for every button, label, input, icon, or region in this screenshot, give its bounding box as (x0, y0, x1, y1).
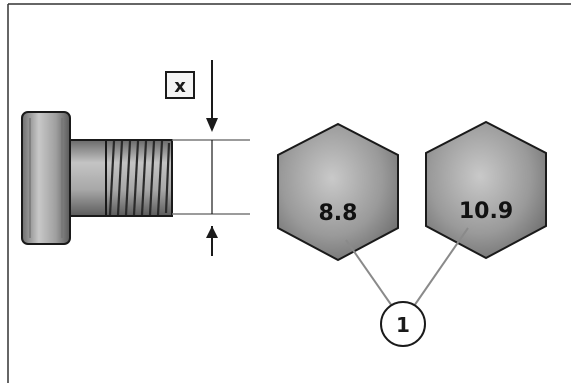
dimension-line (206, 60, 218, 256)
dimension-label: x (174, 76, 186, 97)
arrow-up-icon (206, 226, 218, 238)
hex-marking-2: 10.9 (459, 199, 513, 224)
hex-head-1: 8.8 (277, 122, 399, 262)
hex-marking-1: 8.8 (319, 201, 358, 226)
bolt-shank (69, 139, 109, 217)
hex-head-2: 10.9 (425, 120, 547, 260)
leader-line-1 (345, 239, 393, 307)
callout-circle: 1 (380, 301, 426, 347)
bolt-head (21, 111, 71, 245)
leader-line-2 (413, 227, 469, 307)
arrow-down-icon (206, 118, 218, 132)
bolt-thread (105, 139, 173, 217)
dimension-label-box: x (165, 71, 195, 99)
callout-number: 1 (396, 313, 410, 337)
